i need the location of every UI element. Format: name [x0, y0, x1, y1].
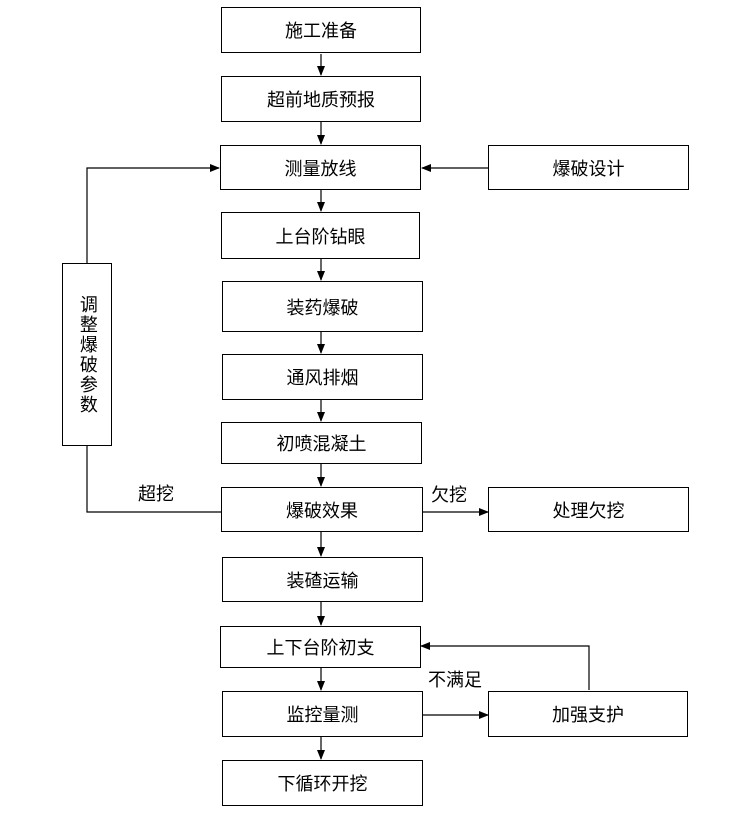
- step-spray: 初喷混凝土: [221, 422, 422, 464]
- step-spray-label: 初喷混凝土: [276, 434, 367, 455]
- step-drill: 上台阶钻眼: [221, 212, 420, 259]
- step-forecast: 超前地质预报: [221, 76, 421, 122]
- step-drill-label: 上台阶钻眼: [275, 226, 366, 248]
- side-design: 爆破设计: [488, 145, 689, 190]
- step-charge: 装药爆破: [222, 281, 423, 332]
- step-forecast-label: 超前地质预报: [267, 90, 375, 111]
- step-vent-label: 通风排烟: [286, 368, 359, 389]
- step-next: 下循环开挖: [222, 760, 423, 806]
- step-vent: 通风排烟: [222, 354, 423, 400]
- step-monitor-label: 监控量测: [286, 705, 359, 726]
- label-insufficient: 不满足: [428, 670, 482, 691]
- step-support-label: 上下台阶初支: [266, 638, 375, 659]
- side-under-fix-label: 处理欠挖: [552, 500, 625, 522]
- step-support: 上下台阶初支: [220, 626, 421, 668]
- step-charge-label: 装药爆破: [286, 297, 359, 319]
- step-monitor: 监控量测: [222, 691, 423, 737]
- step-muck: 装碴运输: [222, 557, 423, 602]
- step-survey-label: 测量放线: [284, 158, 357, 180]
- side-adjust-label: 调整爆破参数: [76, 294, 98, 415]
- step-muck-label: 装碴运输: [286, 570, 359, 592]
- step-effect: 爆破效果: [221, 487, 423, 532]
- step-prep: 施工准备: [221, 7, 421, 53]
- step-survey: 测量放线: [220, 145, 421, 190]
- side-reinforce-label: 加强支护: [552, 705, 624, 726]
- label-under: 欠挖: [431, 485, 467, 506]
- side-design-label: 爆破设计: [552, 158, 625, 180]
- line-effect-adjust: [86, 446, 221, 513]
- label-over: 超挖: [138, 484, 174, 505]
- arrow-reinforce-support: [420, 642, 590, 690]
- step-prep-label: 施工准备: [285, 21, 357, 42]
- side-adjust: 调整爆破参数: [62, 263, 112, 446]
- step-effect-label: 爆破效果: [286, 500, 358, 522]
- step-next-label: 下循环开挖: [277, 774, 368, 795]
- arrow-adjust-survey: [86, 164, 220, 263]
- side-reinforce: 加强支护: [488, 691, 688, 737]
- side-under-fix: 处理欠挖: [488, 487, 689, 532]
